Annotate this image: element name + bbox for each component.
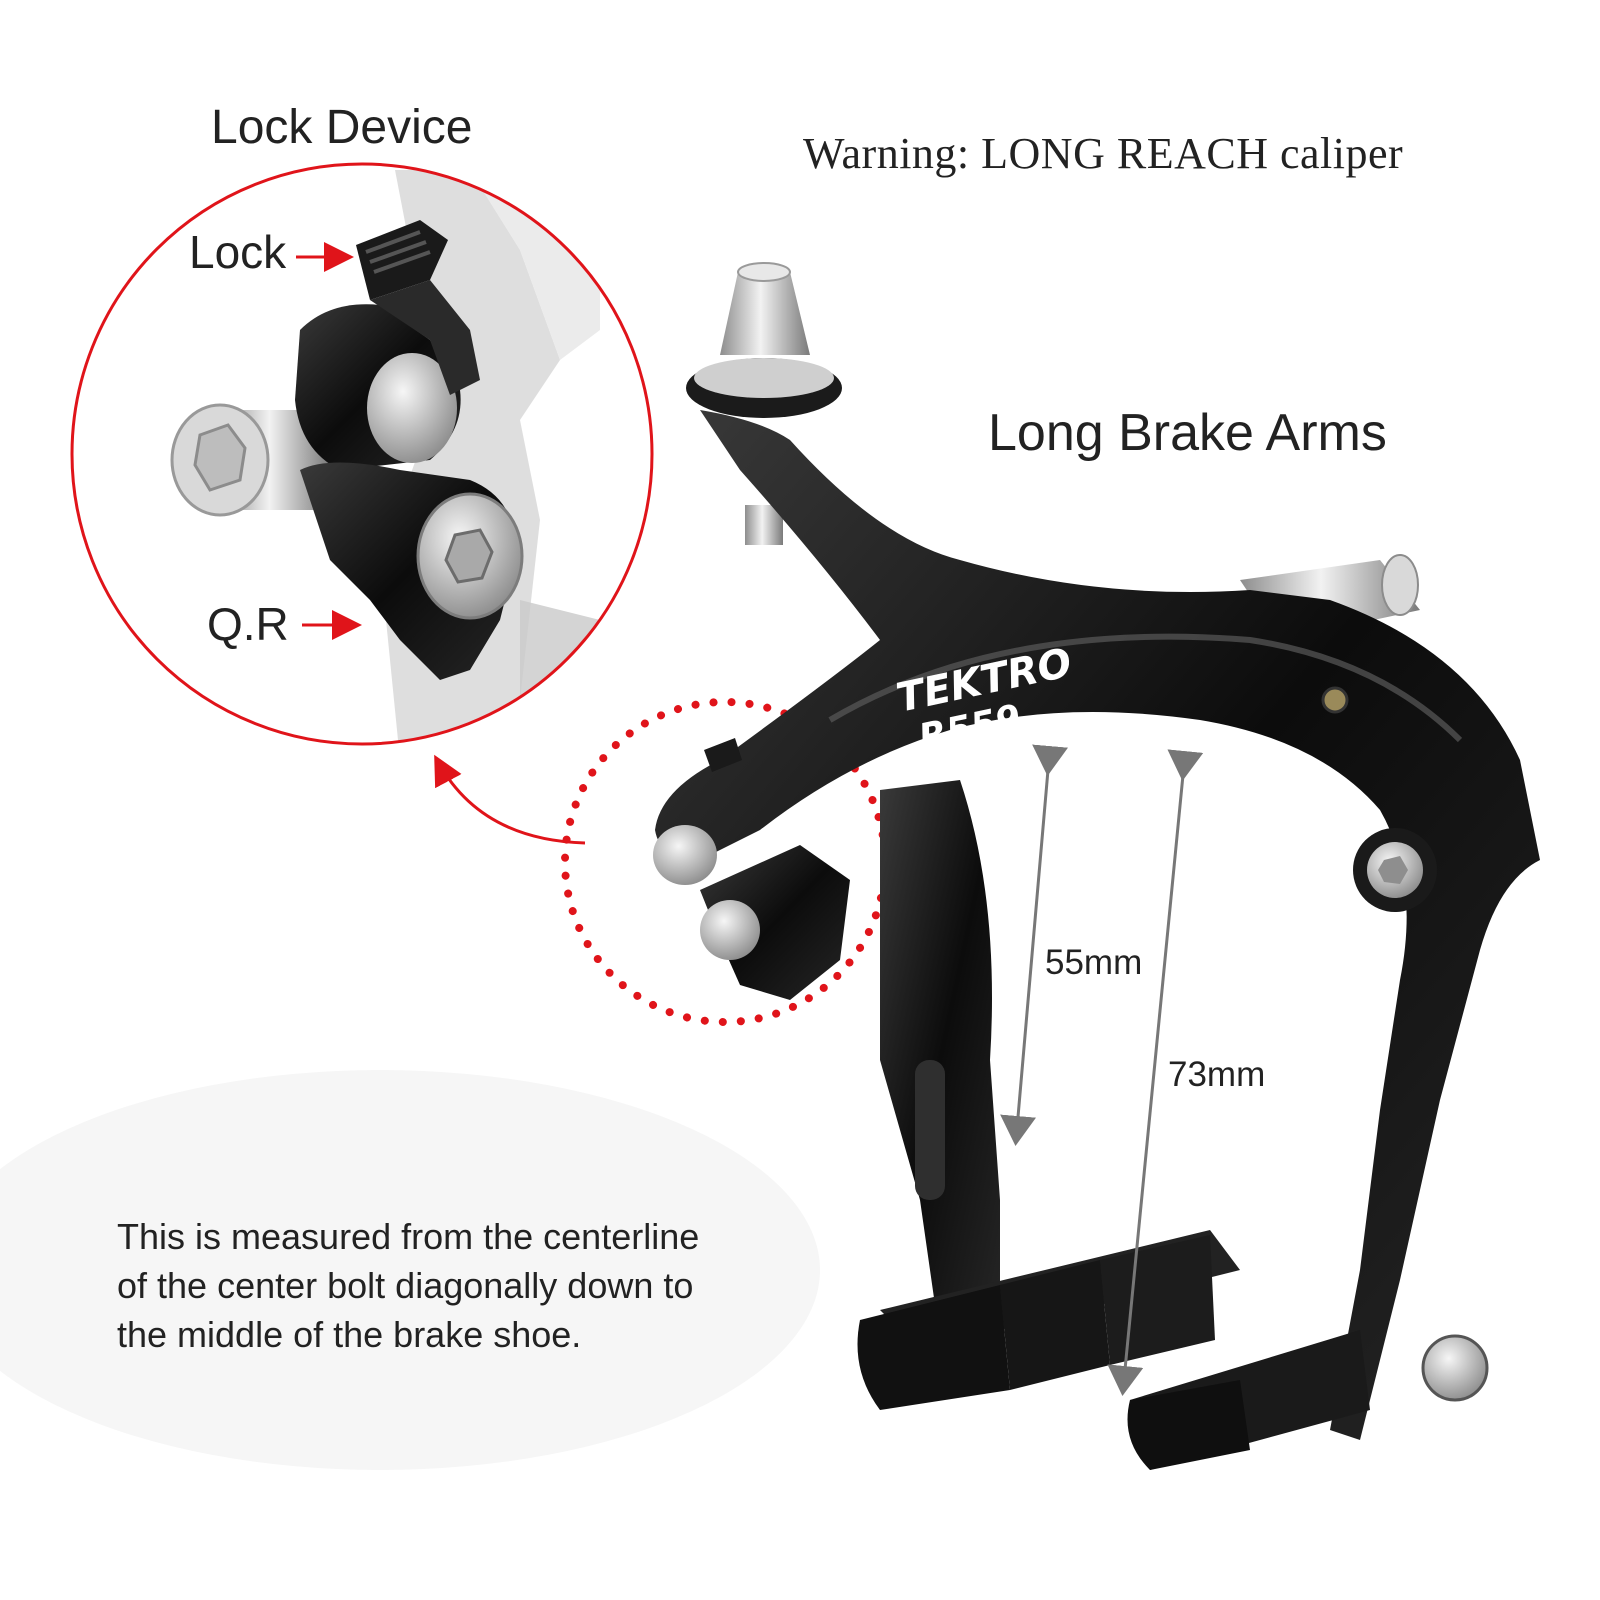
description-line: of the center bolt diagonally down to bbox=[117, 1265, 694, 1306]
measure-73-arrow bbox=[1107, 749, 1204, 1396]
lock-label: Lock bbox=[189, 226, 287, 278]
description-line: This is measured from the centerline bbox=[117, 1216, 700, 1257]
background-blob bbox=[0, 1070, 820, 1470]
measurement-55mm: 55mm bbox=[1045, 943, 1143, 982]
long-brake-arms-label: Long Brake Arms bbox=[988, 404, 1387, 462]
measurement-73mm: 73mm bbox=[1168, 1055, 1266, 1094]
lock-device-zoom bbox=[70, 162, 654, 746]
measurement-description: This is measured from the centerline of … bbox=[117, 1212, 699, 1359]
description-line: the middle of the brake shoe. bbox=[117, 1314, 582, 1355]
measure-55-arrow bbox=[1000, 744, 1069, 1146]
lock-device-title: Lock Device bbox=[211, 101, 473, 154]
zoom-link-arrow bbox=[434, 754, 586, 845]
qr-label: Q.R bbox=[207, 598, 289, 650]
warning-text: Warning: LONG REACH caliper bbox=[803, 129, 1404, 178]
